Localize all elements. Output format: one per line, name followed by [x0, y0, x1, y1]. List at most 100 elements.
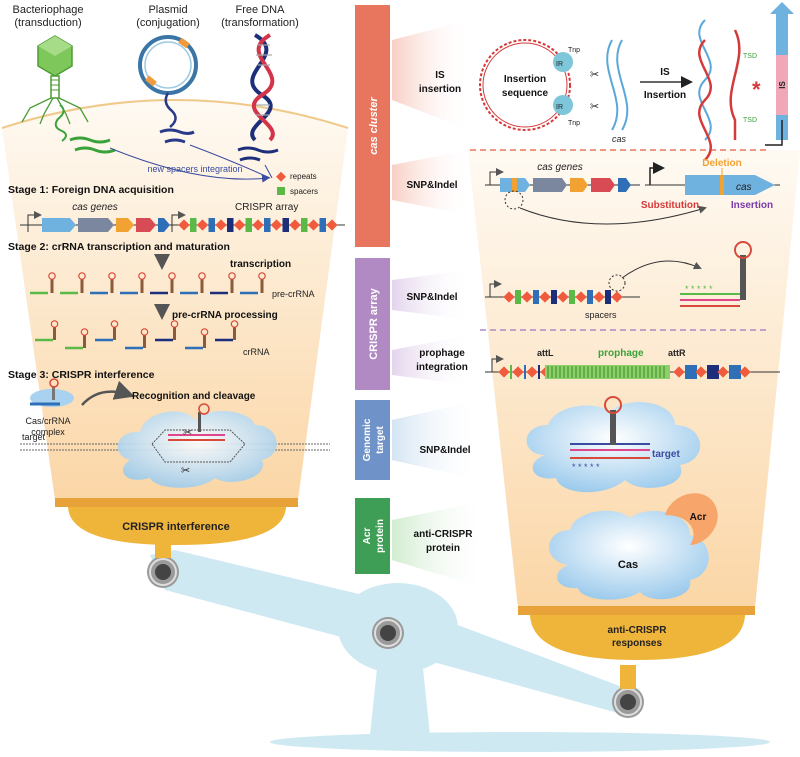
hairpin-icon: * * * * * — [680, 241, 752, 307]
svg-text:SNP&Indel: SNP&Indel — [406, 292, 457, 303]
scissors-icon: ✂ — [590, 69, 599, 81]
repeat-icon — [526, 366, 538, 378]
spacer-block — [227, 218, 234, 232]
svg-text:Tnp: Tnp — [568, 120, 580, 127]
svg-text:spacers: spacers — [585, 310, 617, 320]
hairpin-icon — [138, 272, 146, 280]
svg-text:cas genes: cas genes — [72, 202, 118, 213]
foreign-dna-sources: Bacteriophage (transduction) Plasmid (co… — [13, 4, 318, 196]
category-bars: cas cluster CRISPR array Genomic target … — [355, 5, 490, 590]
free-dna-name: Free DNA — [236, 4, 286, 16]
hairpin-icon — [108, 272, 116, 280]
repeat-icon — [498, 366, 510, 378]
svg-text:Cas: Cas — [618, 559, 638, 571]
crispr-array-1 — [178, 218, 338, 232]
right-base — [530, 615, 745, 660]
spacer-block — [515, 290, 521, 304]
plasmid-icon — [138, 35, 198, 128]
spacer-block — [569, 290, 575, 304]
spacer-block — [538, 365, 540, 379]
spacer-block — [524, 365, 526, 379]
legend: repeats spacers — [276, 171, 318, 196]
spacer-block — [190, 218, 197, 232]
repeat-icon — [557, 291, 569, 303]
genomic-target-section: SNP&Indel * * * * * target — [419, 396, 701, 493]
svg-text:attL: attL — [537, 348, 554, 358]
spacer-block — [533, 290, 539, 304]
svg-text:cas cluster: cas cluster — [368, 97, 380, 155]
phage-icon — [21, 35, 89, 142]
hairpin-icon — [110, 320, 119, 328]
left-base-label: CRISPR interference — [122, 521, 230, 533]
svg-text:Acr: Acr — [690, 512, 707, 523]
scissors-icon: ✂ — [590, 101, 599, 113]
repeat-icon — [289, 219, 301, 231]
svg-text:protein: protein — [426, 543, 460, 554]
insertion-sequence-circle: Insertion sequence IR Tnp IR Tnp — [479, 39, 580, 131]
repeat-icon — [717, 366, 729, 378]
free-dna-mode: (transformation) — [221, 17, 299, 29]
svg-text:Cas/crRNA: Cas/crRNA — [25, 416, 70, 426]
svg-text:SNP&Indel: SNP&Indel — [419, 445, 470, 456]
array-snp-indel-section: SNP&Indel spacers * * * * * — [406, 241, 752, 320]
category-genomic-target — [355, 400, 390, 480]
svg-text:Stage 2: crRNA transcription a: Stage 2: crRNA transcription and maturat… — [8, 241, 230, 253]
repeat-icon — [575, 291, 587, 303]
repeat-icon — [503, 291, 515, 303]
spacer-block — [510, 365, 512, 379]
cloud-icon: ✂ ✂ — [117, 403, 277, 488]
svg-text:Genomic: Genomic — [362, 418, 373, 461]
svg-text:TSD: TSD — [743, 117, 757, 124]
cas-snp-indel-section: SNP&Indel cas genes cas Deletion Substit… — [406, 158, 780, 225]
spacer-block — [685, 365, 697, 379]
svg-text:transcription: transcription — [230, 259, 291, 270]
repeat-icon — [739, 366, 751, 378]
svg-text:* * * * *: * * * * * — [685, 284, 713, 294]
cloud-icon — [526, 402, 701, 493]
svg-text:pre-crRNA: pre-crRNA — [272, 289, 315, 299]
svg-text:target: target — [22, 432, 46, 442]
repeat-icon — [215, 219, 227, 231]
right-base-label-1: anti-CRISPR — [608, 625, 668, 636]
hairpin-icon — [168, 272, 176, 280]
svg-text:CRISPR array: CRISPR array — [235, 202, 298, 213]
svg-text:insertion: insertion — [419, 84, 461, 95]
hairpin-icon — [50, 320, 59, 328]
hairpin-icon — [78, 272, 86, 280]
repeat-icon — [326, 219, 338, 231]
svg-text:attR: attR — [668, 348, 686, 358]
stage-3: Stage 3: CRISPR interference Cas/crRNA c… — [8, 369, 330, 488]
spacer-block — [729, 365, 741, 379]
cas-protein — [549, 510, 709, 600]
spacer-block — [208, 218, 215, 232]
is-insertion-section: IS insertion Insertion sequence IR Tnp I… — [419, 2, 794, 161]
repeat-icon — [233, 219, 246, 231]
svg-text:pre-crRNA processing: pre-crRNA processing — [172, 310, 278, 321]
svg-text:crRNA: crRNA — [243, 347, 270, 357]
stage-2: Stage 2: crRNA transcription and maturat… — [8, 241, 315, 357]
svg-text:CRISPR array: CRISPR array — [368, 287, 380, 359]
svg-text:Deletion: Deletion — [702, 158, 741, 169]
svg-text:Recognition and cleavage: Recognition and cleavage — [132, 391, 256, 402]
svg-text:target: target — [375, 425, 386, 453]
stage-1: Stage 1: Foreign DNA acquisition cas gen… — [8, 184, 345, 232]
svg-text:Insertion: Insertion — [731, 200, 773, 211]
hairpin-icon — [230, 320, 239, 328]
svg-text:IS: IS — [660, 67, 670, 78]
scissors-icon: ✂ — [181, 465, 190, 477]
hairpin-icon — [228, 272, 236, 280]
hairpin-icon — [258, 272, 266, 280]
svg-text:IS: IS — [435, 70, 445, 81]
spacer-block — [587, 290, 593, 304]
svg-text:Stage 3: CRISPR interference: Stage 3: CRISPR interference — [8, 369, 155, 381]
repeat-icon — [178, 219, 190, 231]
balance-foot — [270, 732, 770, 752]
svg-text:Acr: Acr — [362, 528, 373, 545]
repeat-icon — [512, 366, 524, 378]
svg-text:Insertion: Insertion — [504, 74, 546, 85]
spacer-block — [301, 218, 308, 232]
svg-text:IR: IR — [556, 104, 563, 111]
phage-mode: (transduction) — [14, 17, 81, 29]
spacer-block — [264, 218, 271, 232]
